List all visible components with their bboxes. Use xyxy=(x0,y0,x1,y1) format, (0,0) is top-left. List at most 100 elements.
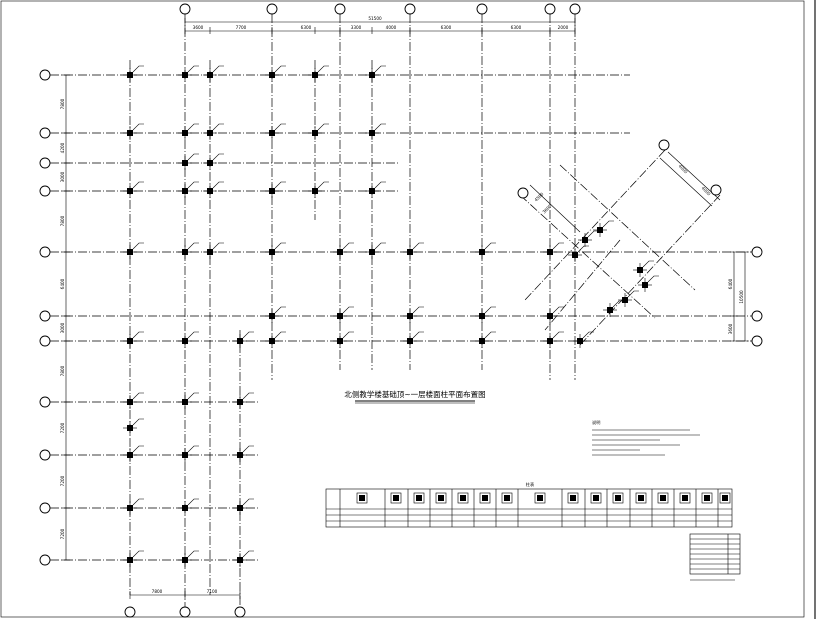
bottom-span-2: 7100 xyxy=(207,589,218,594)
column xyxy=(475,331,496,348)
bottom-span-1: 7800 xyxy=(152,589,163,594)
column xyxy=(233,331,254,348)
column-schedule-table: 柱表 xyxy=(325,481,733,528)
column xyxy=(178,498,199,515)
column xyxy=(233,445,254,462)
top-span-1: 3600 xyxy=(193,25,204,30)
left-dimension-chain: 7800 4200 3000 7800 6400 3000 7800 7200 … xyxy=(60,74,70,561)
column xyxy=(308,65,329,82)
top-span-4: 3300 xyxy=(351,25,362,30)
column xyxy=(233,550,254,567)
column xyxy=(638,275,659,292)
column xyxy=(403,331,424,348)
column xyxy=(403,242,424,259)
column xyxy=(578,230,599,247)
top-dimension-chain: 51500 3600 7700 6300 3300 4000 6300 6300… xyxy=(184,16,576,34)
column xyxy=(123,445,144,462)
top-span-5: 4000 xyxy=(386,25,397,30)
column xyxy=(333,306,354,323)
column xyxy=(123,181,144,198)
column xyxy=(308,123,329,140)
right-span-1: 6400 xyxy=(728,278,733,289)
legend-table xyxy=(689,533,741,581)
column xyxy=(573,331,594,348)
column xyxy=(593,220,614,237)
column xyxy=(123,418,144,435)
left-span-8: 7200 xyxy=(60,422,65,433)
right-dimension-chain: 6400 10500 3600 xyxy=(728,251,749,342)
axis-bubbles-left xyxy=(39,69,51,566)
diagonal-grid-lines xyxy=(519,149,721,346)
column xyxy=(203,123,224,140)
left-span-5: 6400 xyxy=(60,278,65,289)
top-span-7: 6300 xyxy=(511,25,522,30)
column xyxy=(178,123,199,140)
column xyxy=(178,392,199,409)
column xyxy=(265,306,286,323)
column xyxy=(618,290,639,307)
column xyxy=(178,153,199,170)
column xyxy=(123,242,144,259)
column xyxy=(265,242,286,259)
column xyxy=(633,260,654,277)
right-span-2: 10500 xyxy=(739,290,744,304)
column xyxy=(365,242,386,259)
notes-block: 说明 xyxy=(592,419,700,456)
column xyxy=(475,242,496,259)
column xyxy=(333,331,354,348)
column xyxy=(365,65,386,82)
column xyxy=(123,498,144,515)
column xyxy=(123,65,144,82)
column xyxy=(178,445,199,462)
left-span-7: 7800 xyxy=(60,365,65,376)
top-span-3: 6300 xyxy=(301,25,312,30)
column-markers xyxy=(123,65,659,567)
left-span-1: 7800 xyxy=(60,98,65,109)
horizontal-grid-lines xyxy=(50,74,760,561)
diagonal-dimension-chain: 4500 4000 4000 3600 xyxy=(529,151,721,233)
table-title: 柱表 xyxy=(526,481,535,488)
vertical-grid-lines xyxy=(129,14,576,607)
drawing-frame xyxy=(0,0,805,618)
column xyxy=(603,300,624,317)
column xyxy=(265,181,286,198)
left-span-6: 3000 xyxy=(60,322,65,333)
left-span-2: 4200 xyxy=(60,142,65,153)
left-span-9: 7200 xyxy=(60,475,65,486)
top-overall-dim: 51500 xyxy=(368,16,382,21)
column xyxy=(203,153,224,170)
column xyxy=(568,245,589,262)
column xyxy=(178,181,199,198)
left-span-3: 3000 xyxy=(60,171,65,182)
diag-span-4: 3600 xyxy=(541,203,552,214)
column xyxy=(543,306,564,323)
top-span-6: 6300 xyxy=(441,25,452,30)
top-span-2: 7700 xyxy=(236,25,247,30)
column xyxy=(123,123,144,140)
column xyxy=(333,242,354,259)
column xyxy=(178,242,199,259)
column xyxy=(308,181,329,198)
column xyxy=(123,550,144,567)
column xyxy=(543,331,564,348)
axis-bubbles-top xyxy=(179,3,581,15)
column xyxy=(365,181,386,198)
diag-span-1: 4500 xyxy=(533,191,544,202)
left-span-10: 7200 xyxy=(60,528,65,539)
column xyxy=(203,65,224,82)
notes-title: 说明 xyxy=(592,419,600,426)
column xyxy=(265,331,286,348)
column xyxy=(233,498,254,515)
axis-bubbles-bottom xyxy=(124,606,246,618)
column xyxy=(178,65,199,82)
bottom-dimension-chain: 7800 7100 xyxy=(129,589,241,599)
axis-bubbles-right xyxy=(517,139,763,347)
column xyxy=(403,306,424,323)
column xyxy=(265,65,286,82)
diag-span-3: 4000 xyxy=(701,185,712,196)
column xyxy=(178,550,199,567)
column xyxy=(543,242,564,259)
diag-span-2: 4000 xyxy=(678,163,689,174)
drawing-title: 北侧教学楼基础顶~一层楼面柱平面布置图 xyxy=(344,389,485,399)
